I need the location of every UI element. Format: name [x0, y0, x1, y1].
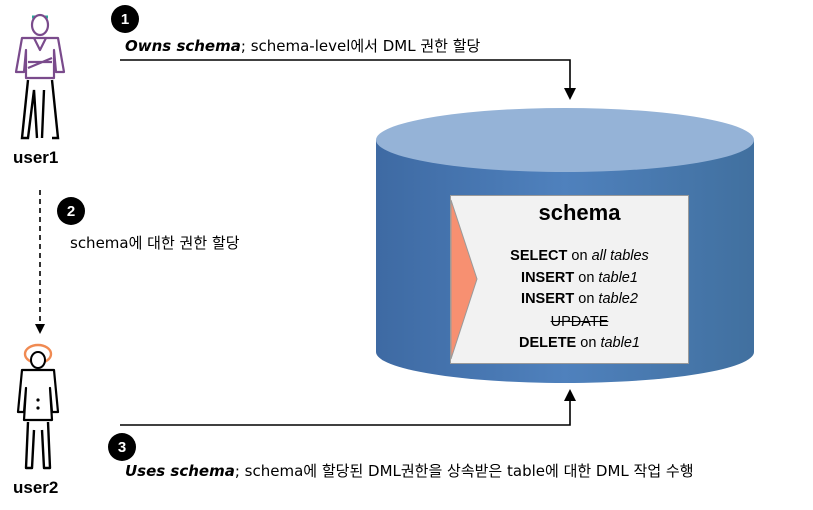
user2-icon — [16, 343, 60, 470]
step-badge: 2 — [57, 197, 85, 225]
step-badge: 3 — [108, 433, 136, 461]
step3-caption: Uses schema; schema에 할당된 DML권한을 상속받은 tab… — [125, 462, 694, 480]
arrow-user2-to-schema — [120, 400, 571, 426]
permission-row-struck: UPDATE — [550, 314, 609, 330]
arrow-user1-to-schema — [120, 59, 571, 88]
permission-row: INSERT on table1 — [521, 270, 638, 286]
step1-caption: Owns schema; schema-level에서 DML 권한 할당 — [125, 37, 481, 55]
cylinder-top — [376, 108, 754, 172]
schema-title: schema — [538, 200, 621, 225]
step-badge: 1 — [111, 5, 139, 33]
permission-row: DELETE on table1 — [519, 335, 640, 351]
permission-row: SELECT on all tables — [510, 248, 649, 264]
user2-label: user2 — [13, 478, 59, 497]
permission-row: INSERT on table2 — [521, 291, 638, 307]
user1-icon — [14, 13, 66, 80]
arrowhead-dashed — [35, 324, 45, 334]
arrowhead-down — [564, 88, 576, 100]
user1-legs — [20, 79, 60, 140]
arrowhead-up — [564, 389, 576, 401]
step2-caption: schema에 대한 권한 할당 — [70, 234, 240, 252]
schema-arrow-tab — [451, 199, 478, 360]
user1-label: user1 — [13, 148, 59, 167]
schema-panel: schema SELECT on all tables INSERT on ta… — [450, 195, 689, 364]
